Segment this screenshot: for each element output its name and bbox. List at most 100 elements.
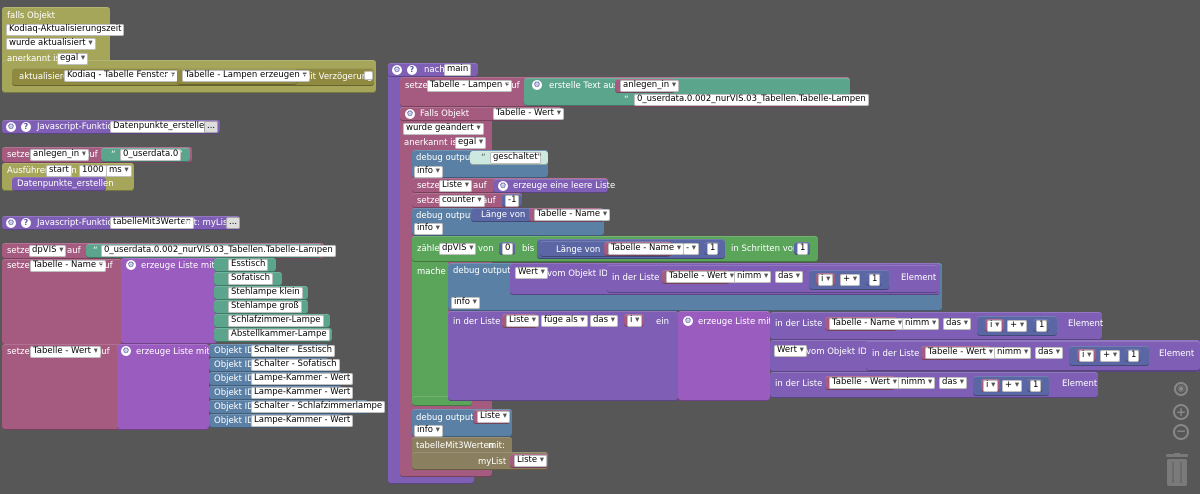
delay-checkbox[interactable] <box>364 71 373 80</box>
call-function1-block[interactable] <box>12 177 106 191</box>
count-var-dropdown[interactable]: dpVIS <box>439 243 477 255</box>
ack-dropdown[interactable]: egal <box>455 137 487 149</box>
name-item-6-field[interactable]: Abstellkammer-Lampe <box>228 329 330 341</box>
debug-liste-var-dropdown[interactable]: Liste <box>477 411 511 423</box>
list-var-dropdown-3[interactable]: Tabelle - Wert <box>925 347 996 359</box>
plus-operator-dropdown-1[interactable]: + <box>840 274 861 286</box>
from-number-field[interactable]: 0 <box>502 243 514 255</box>
length-var-dropdown[interactable]: Tabelle - Name <box>534 209 611 221</box>
set-value-list-block[interactable] <box>2 344 120 430</box>
list-var-dropdown-2[interactable]: Tabelle - Name <box>829 318 906 330</box>
plus-number-field-3[interactable]: 1 <box>1128 350 1140 362</box>
after-value-field[interactable]: main <box>444 64 472 76</box>
insert-the-dropdown[interactable]: das <box>590 315 619 327</box>
set-liste-var-dropdown[interactable]: Liste <box>439 180 473 192</box>
set-lampen-var-dropdown[interactable]: Tabelle - Lampen <box>427 80 513 92</box>
plus-operator-dropdown-2[interactable]: + <box>1007 320 1028 332</box>
take-mode-dropdown-4[interactable]: nimm <box>898 377 936 389</box>
set-counter-var-dropdown[interactable]: counter <box>439 195 485 207</box>
zoom-out-icon[interactable]: − <box>1173 424 1189 440</box>
the-dropdown-3[interactable]: das <box>1035 347 1064 359</box>
text-string-field[interactable]: 0_userdata.0.002_nurVIS.03_Tabellen.Tabe… <box>634 94 869 106</box>
name-item-3-field[interactable]: Stehlampe klein <box>228 287 303 299</box>
timeout-unit-dropdown[interactable]: ms <box>106 165 132 177</box>
recenter-icon[interactable]: ◉ <box>1174 382 1188 396</box>
zoom-in-icon[interactable]: + <box>1173 404 1189 420</box>
name-item-4-field[interactable]: Stehlampe groß <box>228 301 302 313</box>
changed-dropdown[interactable]: wurde geändert <box>403 123 484 135</box>
get-value-dropdown-2[interactable]: Wert <box>774 345 807 357</box>
to-length-var-dropdown[interactable]: Tabelle - Name <box>608 243 685 255</box>
list-var-dropdown-4[interactable]: Tabelle - Wert <box>829 377 900 389</box>
debug-string-field[interactable]: geschaltet <box>490 152 541 164</box>
plus-number-field-4[interactable]: 1 <box>1030 380 1042 392</box>
function2-more-button[interactable]: ... <box>226 217 241 229</box>
trash-icon[interactable] <box>1165 453 1189 487</box>
function1-name-field[interactable]: Datenpunkte_erstellen <box>110 121 213 133</box>
take-mode-dropdown-2[interactable]: nimm <box>902 318 940 330</box>
debug-level-dropdown[interactable]: info <box>414 223 443 235</box>
count-loop-block[interactable] <box>412 236 448 404</box>
object-id-4-field[interactable]: Lampe-Kammer - Wert <box>251 387 354 399</box>
help-icon[interactable]: ? <box>21 218 31 228</box>
set-name-var-dropdown[interactable]: Tabelle - Name <box>30 260 107 272</box>
dpvis-string-field[interactable]: 0_userdata.0.002_nurVIS.03_Tabellen.Tabe… <box>101 245 336 257</box>
object-id-5-field[interactable]: Schalter - Schlafzimmerlampe <box>251 401 386 413</box>
set-value-var-dropdown[interactable]: Tabelle - Wert <box>30 346 101 358</box>
gear-icon[interactable]: ⚙ <box>6 122 16 132</box>
plus-number-field-1[interactable]: 1 <box>869 274 881 286</box>
update-value-dropdown[interactable]: Tabelle - Lampen erzeugen <box>182 70 310 82</box>
event-object-field[interactable]: Kodiaq-Aktualisierungszeit <box>6 24 125 36</box>
get-value-dropdown[interactable]: Wert <box>515 267 548 279</box>
name-item-1-field[interactable]: Esstisch <box>228 259 269 271</box>
debug-level-dropdown[interactable]: info <box>451 297 480 309</box>
string-value-field[interactable]: 0_userdata.0 <box>120 149 182 161</box>
take-mode-dropdown-1[interactable]: nimm <box>734 271 772 283</box>
timeout-ms-field[interactable]: 1000 <box>79 165 107 177</box>
gear-icon[interactable]: ⚙ <box>121 346 131 356</box>
update-target-dropdown[interactable]: Kodiaq - Tabelle Fenster <box>64 70 178 82</box>
event-condition-dropdown[interactable]: wurde aktualisiert <box>6 38 96 50</box>
empty-list-block[interactable] <box>493 179 608 193</box>
counter-number-field[interactable]: -1 <box>505 195 520 207</box>
function1-more-button[interactable]: ... <box>204 121 219 133</box>
minus-operator-dropdown[interactable]: - <box>683 243 700 255</box>
name-item-2-field[interactable]: Sofatisch <box>228 273 273 285</box>
steps-number-field[interactable]: 1 <box>797 243 809 255</box>
gear-icon[interactable]: ⚙ <box>392 65 402 75</box>
gear-icon[interactable]: ⚙ <box>6 218 16 228</box>
text-var-dropdown[interactable]: anlegen_in <box>620 80 680 92</box>
create-list-block[interactable] <box>121 258 217 344</box>
index-var-dropdown-4[interactable]: i <box>983 380 999 392</box>
index-var-dropdown-3[interactable]: i <box>1079 350 1095 362</box>
gear-icon[interactable]: ⚙ <box>532 80 542 90</box>
gear-icon[interactable]: ⚙ <box>126 260 136 270</box>
object-id-3-field[interactable]: Lampe-Kammer - Wert <box>251 373 354 385</box>
gear-icon[interactable]: ⚙ <box>498 181 508 191</box>
debug-level-dropdown[interactable]: info <box>414 166 443 178</box>
object-id-6-field[interactable]: Lampe-Kammer - Wert <box>251 415 354 427</box>
if-object-var-dropdown[interactable]: Tabelle - Wert <box>493 108 564 120</box>
insert-index-dropdown[interactable]: i <box>627 315 643 327</box>
event-ack-dropdown[interactable]: egal <box>57 53 89 65</box>
object-id-2-field[interactable]: Schalter - Sofatisch <box>251 359 340 371</box>
plus-operator-dropdown-4[interactable]: + <box>1002 380 1023 392</box>
create-list-block-2[interactable] <box>117 344 209 430</box>
insert-create-list-block[interactable] <box>678 311 770 401</box>
minus-number-field[interactable]: 1 <box>707 243 719 255</box>
plus-operator-dropdown-3[interactable]: + <box>1100 350 1121 362</box>
timeout-name-field[interactable]: start <box>46 165 72 177</box>
the-dropdown-2[interactable]: das <box>943 318 972 330</box>
the-dropdown-4[interactable]: das <box>939 377 968 389</box>
gear-icon[interactable]: ⚙ <box>683 316 693 326</box>
help-icon[interactable]: ? <box>21 122 31 132</box>
function2-name-field[interactable]: tabelleMit3Werten <box>110 217 195 229</box>
list-var-dropdown-1[interactable]: Tabelle - Wert <box>666 271 737 283</box>
take-mode-dropdown-3[interactable]: nimm <box>994 347 1032 359</box>
insert-list-var-dropdown[interactable]: Liste <box>506 315 540 327</box>
name-item-5-field[interactable]: Schlafzimmer-Lampe <box>228 315 324 327</box>
debug-level-dropdown[interactable]: info <box>414 425 443 437</box>
the-dropdown-1[interactable]: das <box>775 271 804 283</box>
set-name-list-block[interactable] <box>2 259 122 345</box>
index-var-dropdown-1[interactable]: i <box>818 274 834 286</box>
